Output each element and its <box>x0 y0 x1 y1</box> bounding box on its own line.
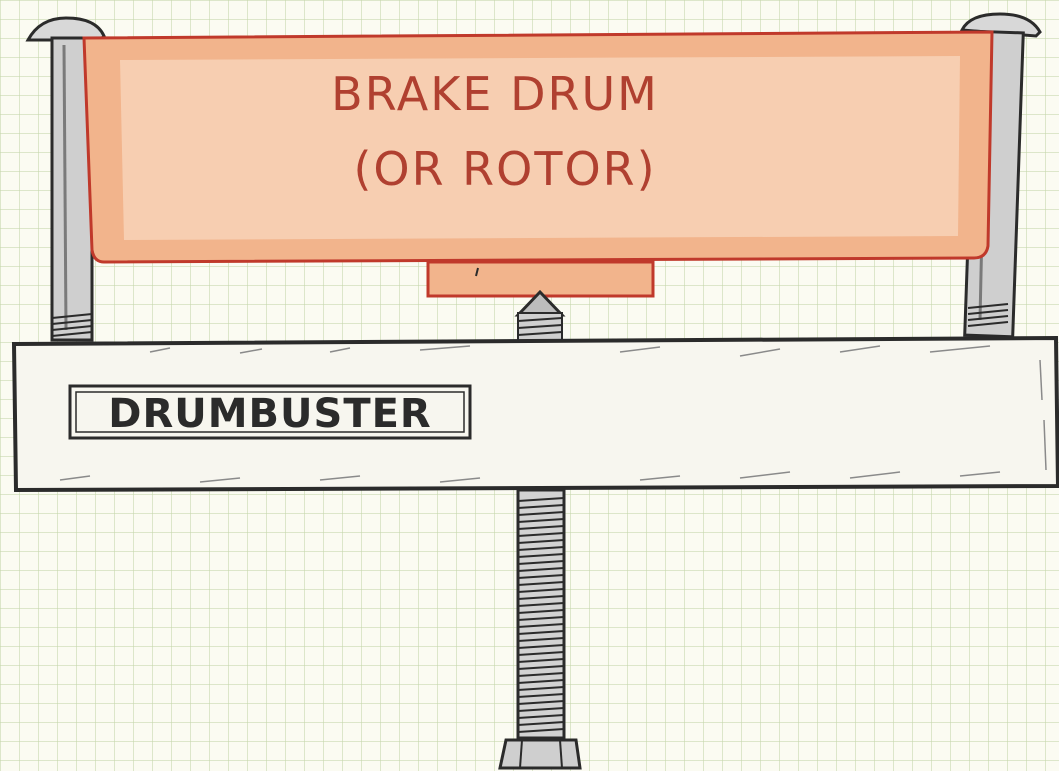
thread-line <box>517 602 565 607</box>
tool-label-inner-frame <box>75 391 465 433</box>
tool-label-frame <box>68 384 472 440</box>
thread-line <box>517 665 565 670</box>
thread-line <box>517 581 565 586</box>
right-carriage-bolt <box>959 12 1042 339</box>
brake-drum: BRAKE DRUM (OR ROTOR) <box>82 30 994 298</box>
left-bolt-highlight <box>62 44 68 331</box>
thread-line <box>517 672 565 677</box>
thread-line <box>517 588 565 593</box>
thread-line <box>517 679 565 684</box>
thread-line <box>517 644 565 649</box>
thread-line <box>517 497 565 502</box>
brake-drum-highlight <box>120 56 960 240</box>
drumbuster-bar: DRUMBUSTER <box>11 335 1059 493</box>
thread-line <box>517 616 565 621</box>
bar-texture <box>59 345 1047 483</box>
tool-label: DRUMBUSTER <box>108 391 431 437</box>
thread-line <box>517 525 565 530</box>
right-bolt-threads <box>967 303 1009 327</box>
thread-line <box>517 504 565 509</box>
center-bolt-hex-head <box>498 738 582 770</box>
thread-line <box>517 693 565 698</box>
thread-line <box>517 560 565 565</box>
thread-line <box>517 714 565 719</box>
bar-body <box>11 335 1059 493</box>
brake-drum-label-line1: BRAKE DRUM <box>331 67 659 121</box>
brake-drum-hub <box>426 260 655 298</box>
center-bolt-threads <box>517 497 565 733</box>
thread-line <box>517 651 565 656</box>
thread-line <box>517 707 565 712</box>
thread-line <box>517 658 565 663</box>
thread-line <box>517 553 565 558</box>
thread-line <box>517 637 565 642</box>
left-bolt-head <box>25 16 106 42</box>
hex-face-line-left <box>519 739 523 769</box>
center-threaded-bolt <box>498 488 582 770</box>
center-bolt-upper-thread-lines <box>517 317 563 336</box>
brake-drum-label-line2: (OR ROTOR) <box>353 142 656 196</box>
thread-line <box>517 532 565 537</box>
left-bolt-threads <box>51 313 93 337</box>
hex-face-line-right <box>559 739 563 769</box>
thread-line <box>517 728 565 733</box>
thread-line <box>517 518 565 523</box>
thread-line <box>517 567 565 572</box>
thread-line <box>517 721 565 726</box>
thread-line <box>517 700 565 705</box>
thread-line <box>517 686 565 691</box>
thread-line <box>517 511 565 516</box>
thread-line <box>517 539 565 544</box>
thread-line <box>517 574 565 579</box>
thread-line <box>517 595 565 600</box>
left-carriage-bolt <box>25 16 106 342</box>
thread-line <box>517 630 565 635</box>
thread-line <box>517 546 565 551</box>
center-bolt-tip <box>514 289 566 344</box>
thread-line <box>517 623 565 628</box>
hub-mark <box>475 267 479 277</box>
thread-line <box>517 609 565 614</box>
